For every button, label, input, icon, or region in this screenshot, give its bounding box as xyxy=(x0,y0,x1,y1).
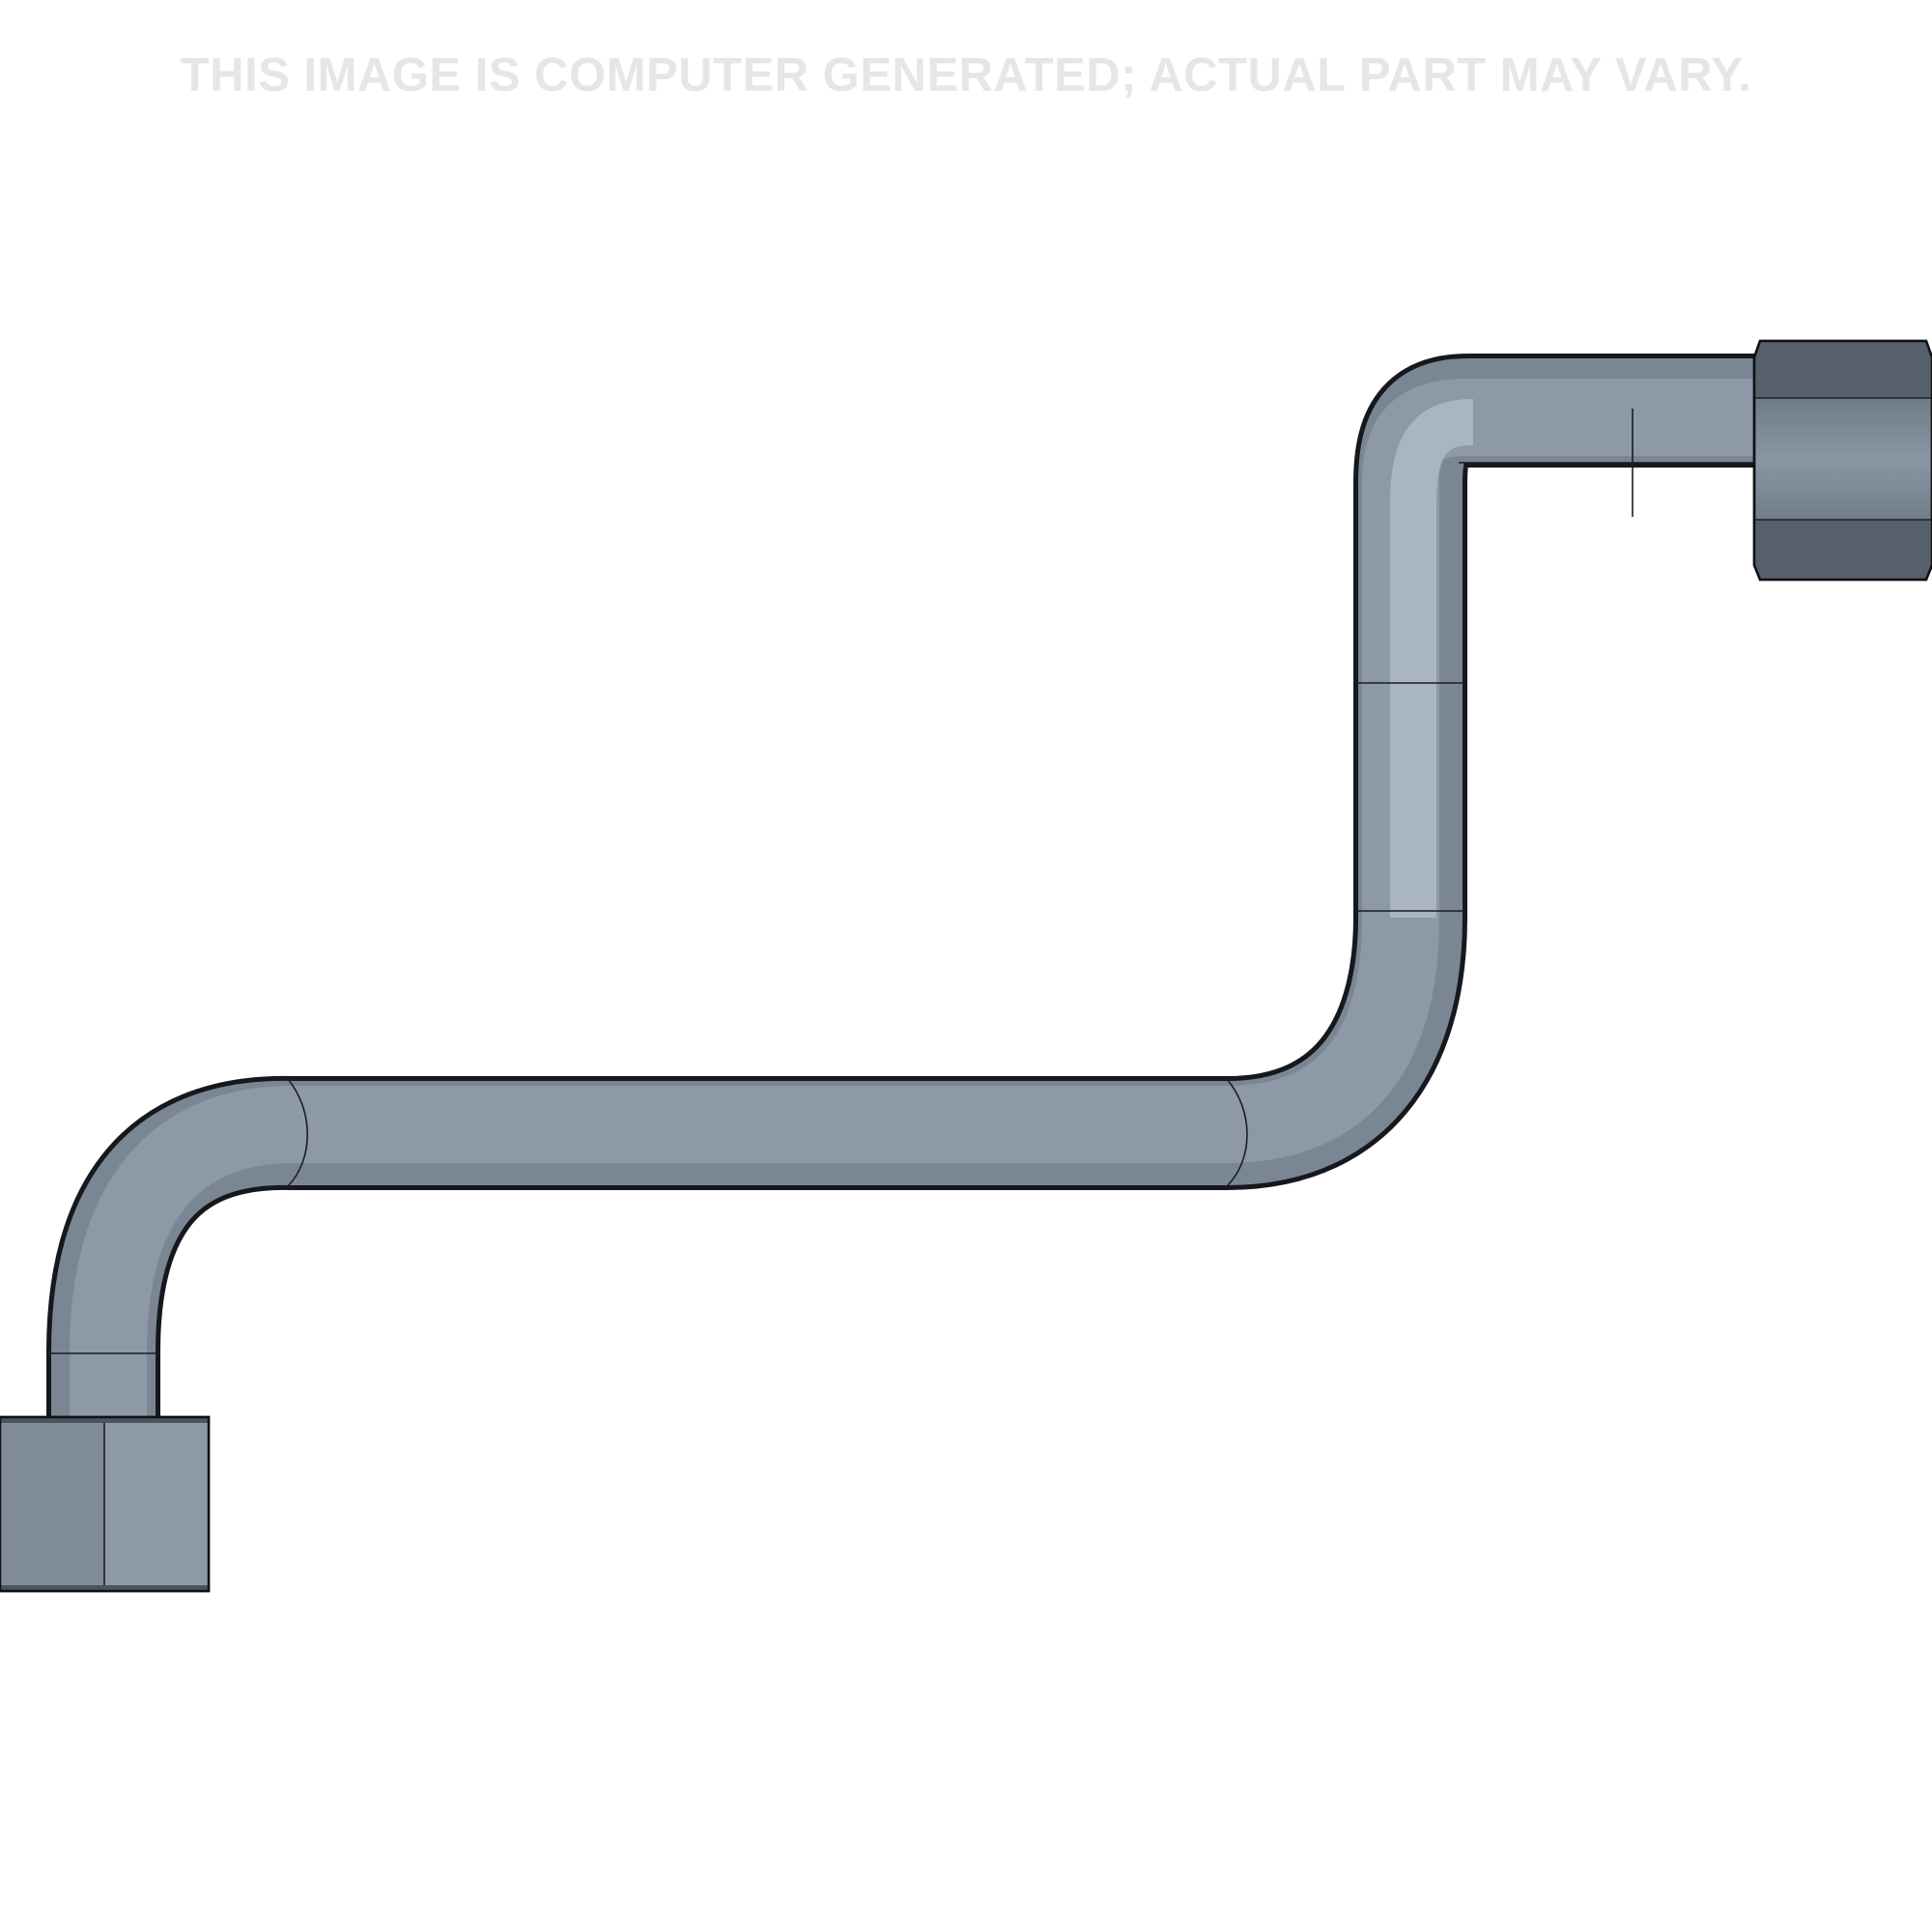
disclaimer-text: THIS IMAGE IS COMPUTER GENERATED; ACTUAL… xyxy=(180,49,1752,101)
hex-nut-bottom xyxy=(0,1415,211,1593)
segment-line-right-bend xyxy=(1226,1078,1248,1187)
tube-body xyxy=(46,354,1773,1420)
tube-segment-lines xyxy=(48,409,1760,1354)
hex-nut-top xyxy=(1752,339,1932,582)
segment-line-left-bend xyxy=(287,1078,309,1187)
